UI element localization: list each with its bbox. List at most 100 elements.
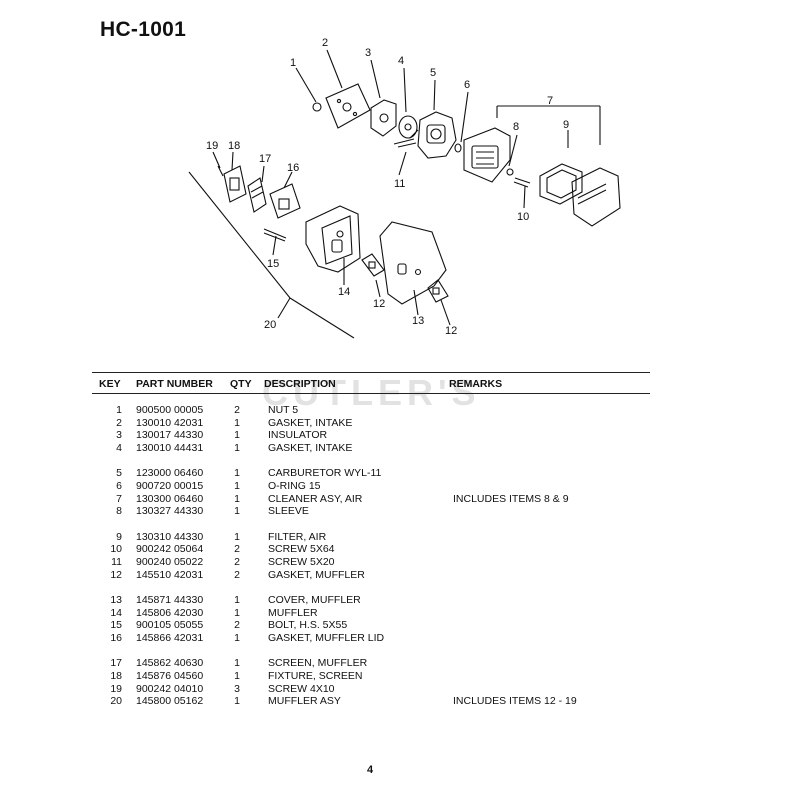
callout-16: 16 <box>287 162 299 174</box>
row-qty: 1 <box>234 467 240 480</box>
row-part-number: 130010 42031 <box>136 416 204 429</box>
table-row: 1 900500 00005 2 NUT 5 <box>0 404 800 417</box>
row-part-number: 900240 05022 <box>136 556 204 568</box>
row-part-number: 900720 00015 <box>136 480 204 492</box>
row-remarks: INCLUDES ITEMS 12 - 19 <box>453 695 577 708</box>
row-part-number: 900500 00005 <box>136 404 204 416</box>
row-part-number: 123000 06460 <box>136 467 204 480</box>
callout-11: 11 <box>394 178 405 190</box>
callout-2: 2 <box>322 37 328 49</box>
row-part-number: 145800 05162 <box>136 695 204 708</box>
row-description: CLEANER ASY, AIR <box>268 492 363 505</box>
callout-8: 8 <box>513 121 519 133</box>
row-key: 10 <box>110 543 122 556</box>
callout-5: 5 <box>430 67 436 79</box>
row-qty: 2 <box>234 568 240 581</box>
row-key: 9 <box>116 530 122 543</box>
row-key: 12 <box>110 568 122 581</box>
col-header-remarks: REMARKS <box>449 378 503 390</box>
row-description: INSULATOR <box>268 429 328 442</box>
callout-10: 10 <box>517 211 529 223</box>
row-key: 2 <box>116 416 122 429</box>
row-qty: 1 <box>234 593 240 606</box>
row-description: GASKET, MUFFLER LID <box>268 632 385 644</box>
row-qty: 1 <box>234 492 240 505</box>
page-number: 4 <box>366 764 374 776</box>
callout-1: 1 <box>290 57 296 69</box>
row-description: SLEEVE <box>268 505 309 518</box>
callout-15: 15 <box>267 258 279 270</box>
row-description: COVER, MUFFLER <box>268 593 361 606</box>
callout-3: 3 <box>365 47 371 59</box>
row-part-number: 900242 04010 <box>136 682 204 695</box>
callout-9: 9 <box>563 119 569 131</box>
row-key: 4 <box>116 442 122 455</box>
row-description: FILTER, AIR <box>268 530 327 543</box>
row-part-number: 145862 40630 <box>136 657 204 670</box>
row-qty: 2 <box>234 619 240 632</box>
row-key: 6 <box>116 480 122 492</box>
callout-6: 6 <box>464 79 470 91</box>
row-part-number: 130010 44431 <box>136 442 204 455</box>
callout-14: 14 <box>338 286 350 298</box>
callout-7: 7 <box>547 95 553 107</box>
row-qty: 2 <box>234 404 240 416</box>
row-description: GASKET, INTAKE <box>268 442 353 455</box>
row-key: 13 <box>110 593 122 606</box>
row-key: 17 <box>110 657 122 670</box>
row-key: 11 <box>111 556 122 568</box>
table-top-rule <box>92 372 650 373</box>
row-description: NUT 5 <box>268 404 299 416</box>
col-header-key: KEY <box>99 378 121 390</box>
row-key: 20 <box>110 695 122 708</box>
row-part-number: 900105 05055 <box>136 619 204 632</box>
row-qty: 2 <box>234 556 240 568</box>
row-key: 19 <box>110 682 122 695</box>
row-key: 8 <box>116 505 122 518</box>
row-part-number: 900242 05064 <box>136 543 204 556</box>
col-header-qty: QTY <box>230 378 252 390</box>
row-part-number: 145806 42030 <box>136 606 204 619</box>
row-qty: 1 <box>234 480 240 492</box>
row-key: 1 <box>116 404 122 416</box>
row-key: 18 <box>110 669 122 682</box>
row-description: SCREEN, MUFFLER <box>268 657 368 670</box>
row-key: 5 <box>116 467 122 480</box>
row-key: 16 <box>110 632 122 644</box>
col-header-description: DESCRIPTION <box>264 378 336 390</box>
row-qty: 1 <box>234 505 240 518</box>
watermark: CUTLER'S <box>262 372 481 413</box>
callout-13: 13 <box>412 315 424 327</box>
callout-12-lower: 12 <box>445 325 457 337</box>
row-key: 15 <box>110 619 122 632</box>
row-description: BOLT, H.S. 5X55 <box>268 619 348 632</box>
row-description: SCREW 4X10 <box>268 682 335 695</box>
table-header-rule <box>92 393 650 394</box>
row-description: SCREW 5X20 <box>268 556 335 568</box>
callout-20: 20 <box>264 319 276 331</box>
table-row: 17 145862 40630 1 SCREEN, MUFFLER <box>0 657 800 670</box>
row-remarks: INCLUDES ITEMS 8 & 9 <box>453 492 569 505</box>
row-part-number: 130300 06460 <box>136 492 204 505</box>
row-description: MUFFLER <box>268 606 318 619</box>
row-key: 7 <box>116 492 122 505</box>
table-row: 15 900105 05055 2 BOLT, H.S. 5X55 <box>0 619 800 632</box>
row-part-number: 145510 42031 <box>136 568 204 581</box>
row-qty: 1 <box>234 695 240 708</box>
callout-12-upper: 12 <box>373 298 385 310</box>
callout-4: 4 <box>398 55 404 67</box>
row-description: GASKET, INTAKE <box>268 416 353 429</box>
row-description: SCREW 5X64 <box>268 543 335 556</box>
row-qty: 1 <box>234 657 240 670</box>
